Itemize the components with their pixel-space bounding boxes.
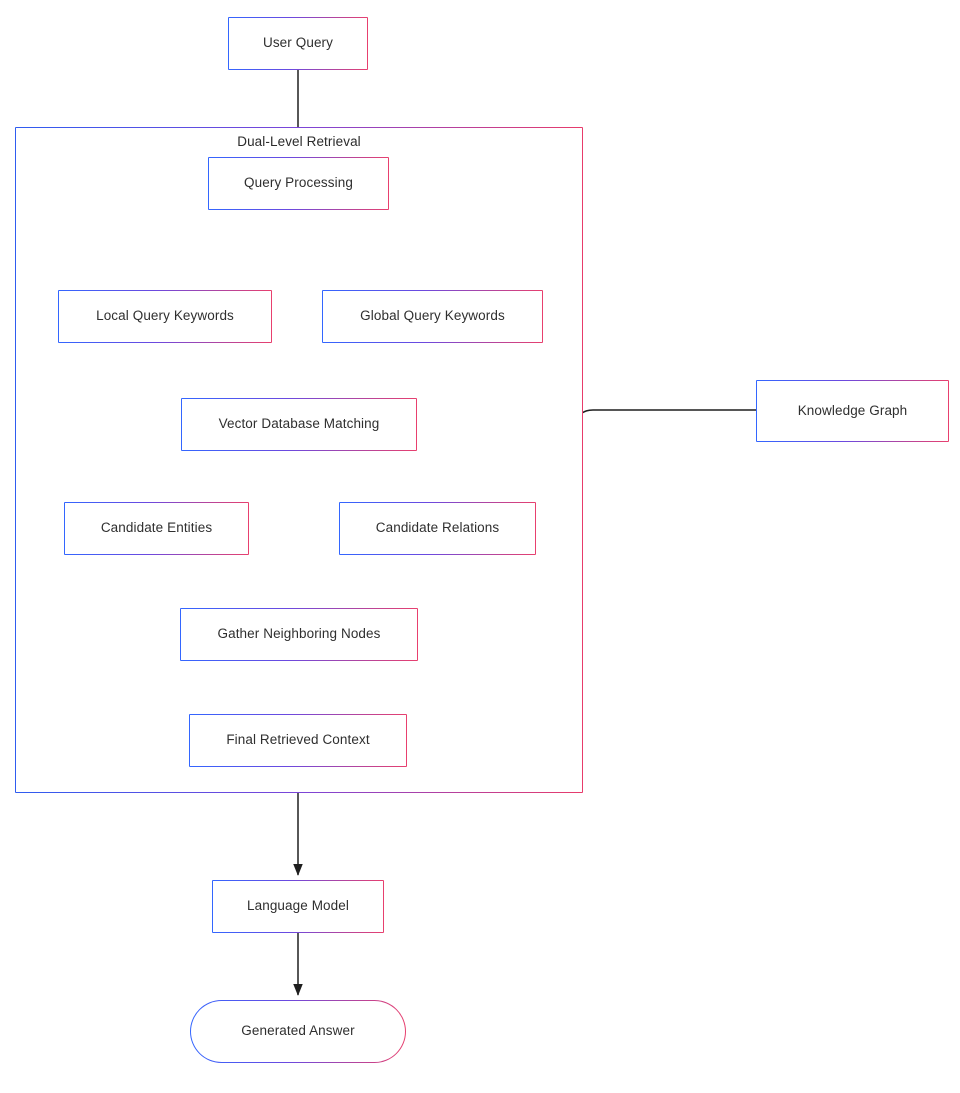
subgraph-label: Dual-Level Retrieval (237, 134, 361, 149)
node-user-query[interactable]: User Query (228, 17, 368, 70)
node-generated-answer[interactable]: Generated Answer (190, 1000, 406, 1063)
node-label-candidate-entities: Candidate Entities (100, 520, 213, 536)
node-label-language-model: Language Model (247, 898, 349, 914)
node-knowledge-graph[interactable]: Knowledge Graph (756, 380, 949, 442)
node-candidate-relations[interactable]: Candidate Relations (339, 502, 536, 555)
subgraph-dual-level-retrieval: Dual-Level Retrieval (15, 127, 583, 793)
node-label-user-query: User Query (262, 35, 334, 51)
node-local-query-keywords[interactable]: Local Query Keywords (58, 290, 272, 343)
node-final-retrieved-context[interactable]: Final Retrieved Context (189, 714, 407, 767)
node-query-processing[interactable]: Query Processing (208, 157, 389, 210)
node-language-model[interactable]: Language Model (212, 880, 384, 933)
node-gather-neighboring-nodes[interactable]: Gather Neighboring Nodes (180, 608, 418, 661)
node-label-local-query-keywords: Local Query Keywords (96, 308, 234, 324)
node-label-candidate-relations: Candidate Relations (375, 520, 500, 536)
node-label-global-query-keywords: Global Query Keywords (360, 308, 505, 324)
node-label-final-retrieved-context: Final Retrieved Context (226, 732, 370, 748)
node-label-generated-answer: Generated Answer (241, 1023, 355, 1039)
node-label-gather-neighboring-nodes: Gather Neighboring Nodes (217, 626, 381, 642)
node-label-vector-database-matching: Vector Database Matching (218, 416, 380, 432)
node-label-knowledge-graph: Knowledge Graph (797, 402, 908, 418)
node-global-query-keywords[interactable]: Global Query Keywords (322, 290, 543, 343)
node-label-query-processing: Query Processing (244, 175, 353, 191)
node-vector-database-matching[interactable]: Vector Database Matching (181, 398, 417, 451)
node-candidate-entities[interactable]: Candidate Entities (64, 502, 249, 555)
